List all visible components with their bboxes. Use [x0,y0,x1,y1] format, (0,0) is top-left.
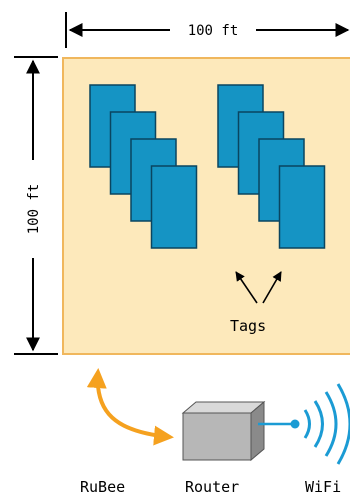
tag-group-left [89,84,198,249]
width-label: 100 ft [188,23,239,39]
rubee-link-arrow [86,368,174,446]
wifi-signal-icon [258,383,350,465]
router-label: Router [185,478,239,496]
tag-arrow-left [235,271,258,304]
router-icon [181,400,266,462]
tag-card [278,165,326,249]
tags-label: Tags [230,317,266,335]
tag-group-right [217,84,326,249]
height-label: 100 ft [26,184,42,235]
wifi-label: WiFi [305,478,341,496]
tag-card [150,165,198,249]
rubee-label: RuBee [80,478,125,496]
tag-arrow-right [262,271,282,304]
